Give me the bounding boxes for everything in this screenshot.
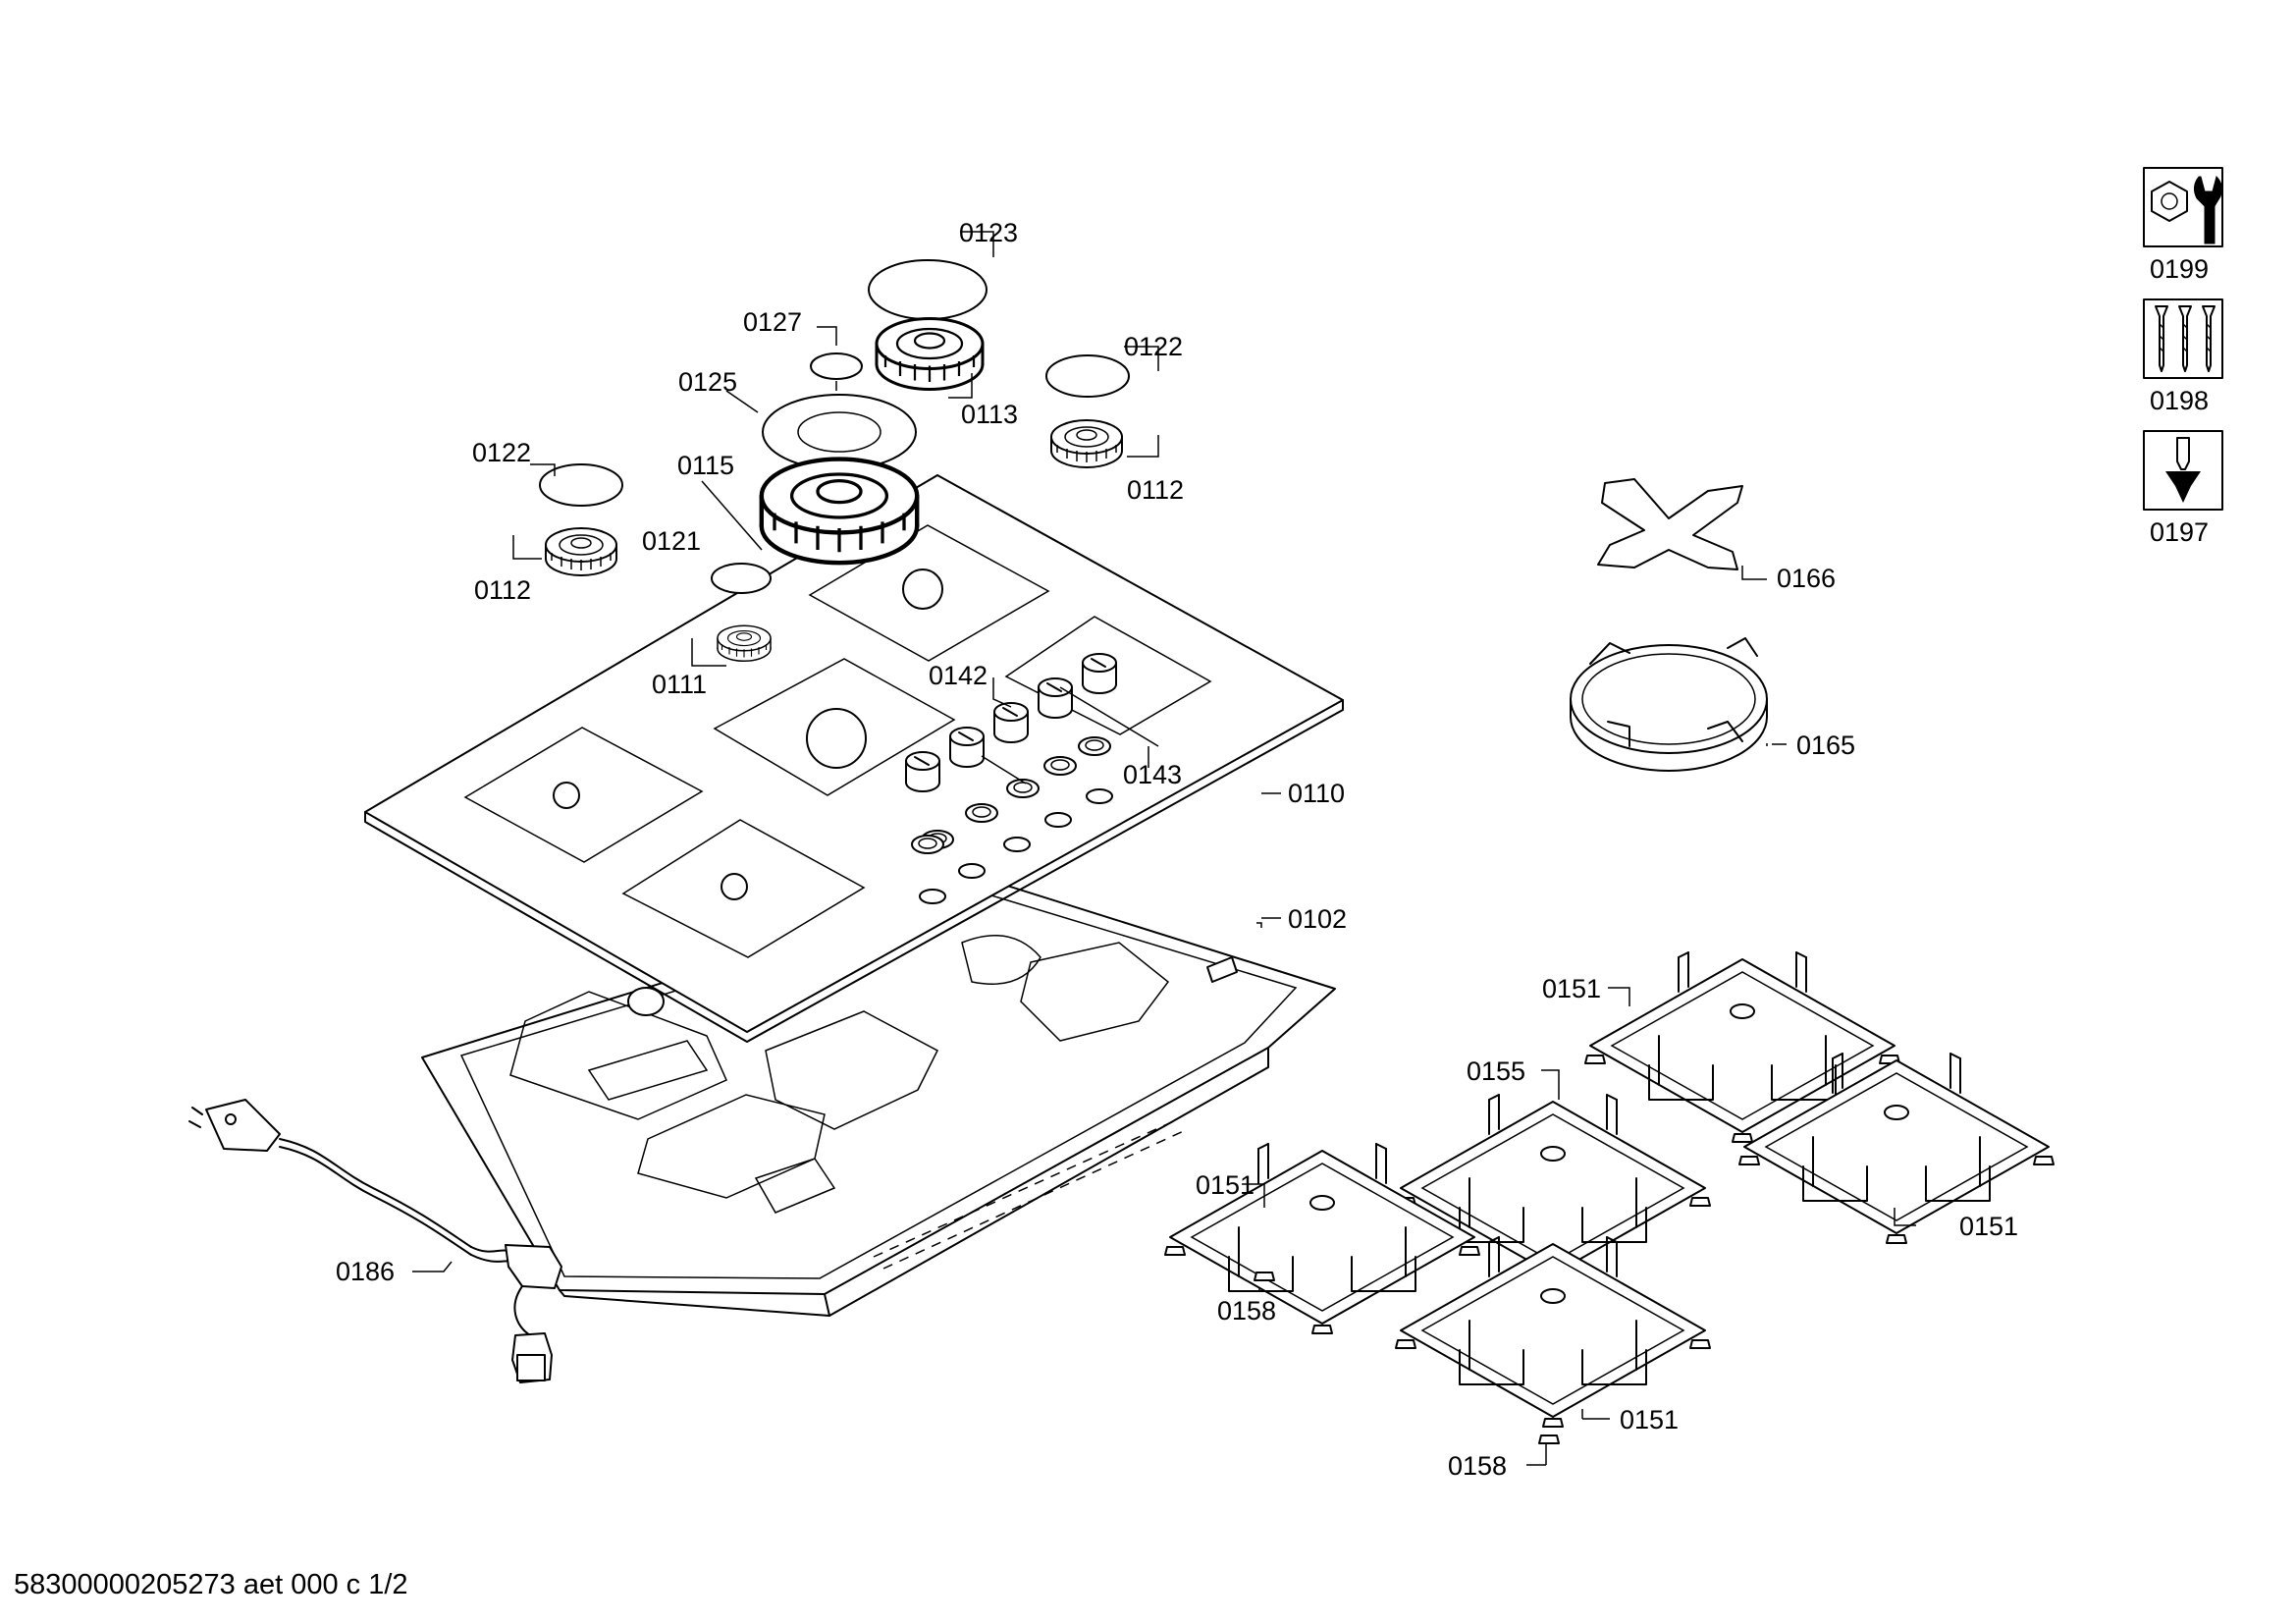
label-0151-left: 0151 — [1196, 1170, 1255, 1200]
label-0115: 0115 — [677, 451, 734, 480]
label-0198: 0198 — [2150, 386, 2209, 415]
service-icons: 0199 0198 0197 — [2143, 167, 2223, 547]
label-0143: 0143 — [1123, 760, 1182, 789]
label-0121: 0121 — [642, 526, 701, 556]
label-0155: 0155 — [1467, 1056, 1525, 1086]
label-0158-bottom: 0158 — [1448, 1451, 1507, 1481]
label-0110: 0110 — [1288, 779, 1345, 808]
document-id: 58300000205273 aet 000 c 1/2 — [14, 1569, 408, 1600]
label-0186: 0186 — [336, 1257, 395, 1286]
label-0102: 0102 — [1288, 904, 1347, 934]
label-0125: 0125 — [678, 367, 737, 397]
label-0197: 0197 — [2150, 517, 2209, 547]
label-0151-bottom: 0151 — [1620, 1405, 1679, 1435]
label-0127: 0127 — [743, 307, 802, 337]
pan-supports — [1165, 952, 2054, 1427]
wrench-nut-icon: 0199 — [2143, 167, 2223, 284]
label-0151-top: 0151 — [1542, 974, 1601, 1003]
label-0122-right: 0122 — [1124, 332, 1183, 361]
label-0151-right: 0151 — [1959, 1212, 2018, 1241]
part-labels: 0123 0127 0125 0122 0113 0112 0122 0115 … — [336, 218, 2018, 1481]
wok-supports — [1570, 478, 1768, 772]
label-0112-left: 0112 — [474, 575, 531, 605]
label-0165: 0165 — [1796, 731, 1855, 760]
label-0112-right: 0112 — [1127, 475, 1184, 505]
label-0199: 0199 — [2150, 254, 2209, 284]
grease-tube-icon: 0197 — [2143, 430, 2223, 547]
label-0166: 0166 — [1777, 564, 1836, 593]
power-cord — [188, 1099, 562, 1383]
screws-icon: 0198 — [2143, 298, 2223, 415]
label-0142: 0142 — [929, 661, 988, 690]
label-0123: 0123 — [959, 218, 1018, 247]
label-0122-left: 0122 — [472, 438, 531, 467]
leader-lines — [412, 231, 1916, 1466]
label-0113: 0113 — [961, 400, 1018, 429]
label-0158-left: 0158 — [1217, 1296, 1276, 1326]
burner-parts — [539, 259, 1130, 662]
label-0111: 0111 — [652, 670, 707, 699]
